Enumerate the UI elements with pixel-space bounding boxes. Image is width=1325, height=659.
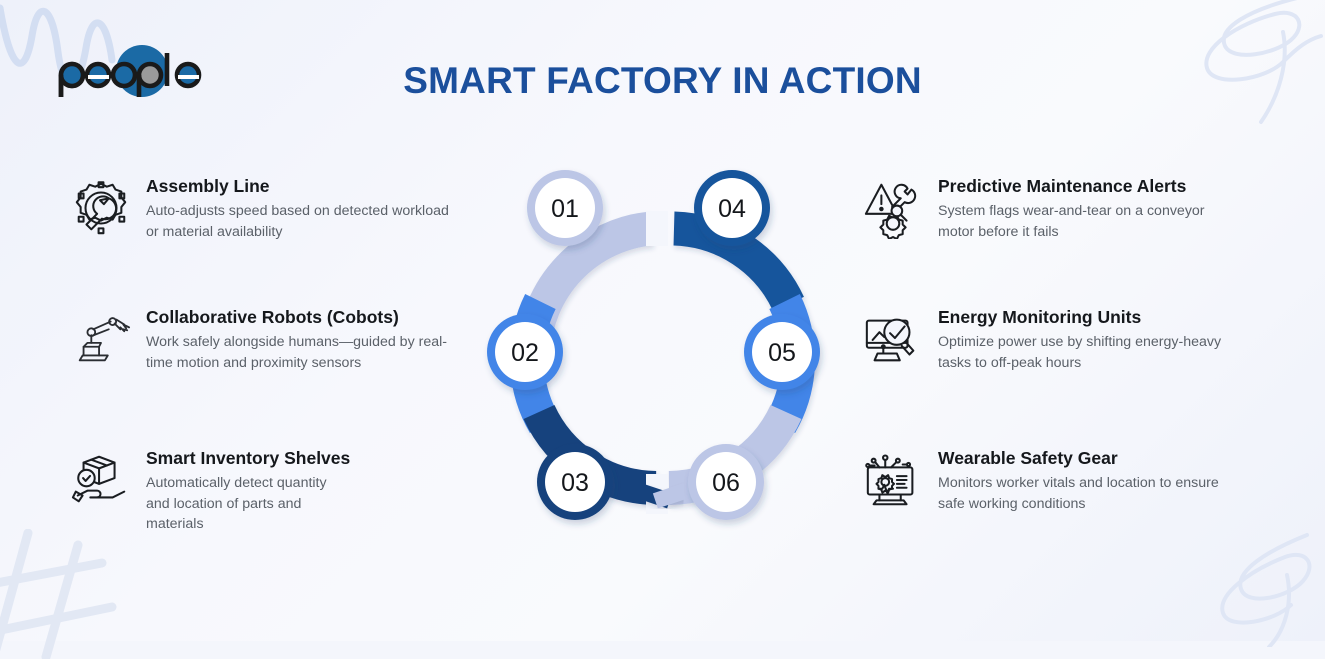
- feature-text: Assembly Line Auto-adjusts speed based o…: [146, 175, 461, 242]
- feature-predictive-maintenance-alerts[interactable]: Predictive Maintenance Alerts System fla…: [862, 175, 1238, 242]
- feature-wearable-safety-gear[interactable]: Wearable Safety Gear Monitors worker vit…: [862, 447, 1238, 514]
- arc-gap-top: [646, 211, 668, 246]
- node-01-label: 01: [551, 195, 579, 223]
- feature-title: Wearable Safety Gear: [938, 448, 1118, 468]
- robot-arm-icon: [78, 317, 131, 362]
- feature-description: Automatically detect quantity and locati…: [146, 475, 327, 532]
- node-01[interactable]: [527, 170, 603, 246]
- feature-title: Smart Inventory Shelves: [146, 448, 351, 468]
- node-03[interactable]: [537, 444, 613, 520]
- node-05-label: 05: [768, 339, 796, 367]
- feature-text: Smart Inventory Shelves Automatically de…: [146, 447, 350, 534]
- node-05[interactable]: [744, 314, 820, 390]
- feature-description: System flags wear-and-tear on a conveyor…: [938, 203, 1205, 240]
- feature-description: Monitors worker vitals and location to e…: [938, 475, 1219, 512]
- feature-description: Work safely alongside humans—guided by r…: [146, 334, 447, 371]
- feature-title: Assembly Line: [146, 176, 270, 196]
- feature-title: Predictive Maintenance Alerts: [938, 176, 1187, 196]
- feature-text: Collaborative Robots (Cobots) Work safel…: [146, 306, 461, 373]
- arc-segment-04: [673, 211, 804, 312]
- arc-tail-03: [634, 482, 673, 509]
- feature-energy-monitoring-units[interactable]: Energy Monitoring Units Optimize power u…: [862, 306, 1238, 373]
- background-wash: [0, 0, 1325, 641]
- feature-collaborative-robots[interactable]: Collaborative Robots (Cobots) Work safel…: [70, 306, 461, 373]
- hand-box-check-icon: [71, 455, 126, 503]
- feature-text: Predictive Maintenance Alerts System fla…: [938, 175, 1238, 242]
- node-03-label: 03: [561, 469, 589, 497]
- feature-title: Collaborative Robots (Cobots): [146, 307, 399, 327]
- node-02-label: 02: [511, 339, 539, 367]
- monitor-gear-pulse-icon: [865, 454, 914, 506]
- gear-wrench-icon: [75, 181, 127, 235]
- arc-tail-06: [652, 482, 691, 509]
- feature-text: Wearable Safety Gear Monitors worker vit…: [938, 447, 1238, 514]
- node-02[interactable]: [487, 314, 563, 390]
- feature-text: Energy Monitoring Units Optimize power u…: [938, 306, 1238, 373]
- feature-assembly-line[interactable]: Assembly Line Auto-adjusts speed based o…: [70, 175, 461, 242]
- feature-description: Optimize power use by shifting energy-he…: [938, 334, 1222, 371]
- feature-title: Energy Monitoring Units: [938, 307, 1142, 327]
- node-04-label: 04: [718, 195, 746, 223]
- feature-smart-inventory-shelves[interactable]: Smart Inventory Shelves Automatically de…: [70, 447, 350, 534]
- circular-process-diagram: 01 02 03 04 05 06: [487, 170, 820, 520]
- node-06-label: 06: [712, 469, 740, 497]
- node-04[interactable]: [694, 170, 770, 246]
- node-06[interactable]: [688, 444, 764, 520]
- feature-description: Auto-adjusts speed based on detected wor…: [146, 203, 449, 240]
- monitor-magnifier-chart-icon: [865, 318, 915, 362]
- warning-wrench-gear-icon: [864, 183, 917, 239]
- page-title: SMART FACTORY IN ACTION: [403, 60, 922, 101]
